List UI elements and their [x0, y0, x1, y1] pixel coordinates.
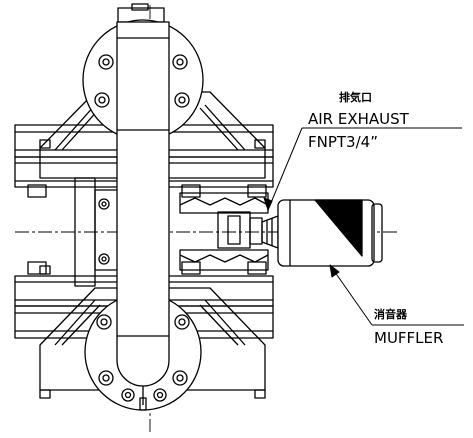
flange-bolts: [94, 54, 190, 402]
muffler: [277, 199, 383, 267]
manifold-pipe: [82, 3, 204, 411]
exhaust-fitting: [217, 211, 279, 249]
exhaust-label-en: AIR EXHAUST: [308, 110, 410, 128]
muffler-label-en: MUFFLER: [374, 329, 443, 347]
exhaust-label-jp: 排気口: [339, 90, 372, 104]
muffler-label-jp: 消音器: [374, 307, 408, 321]
exhaust-label-spec: FNPT3/4”: [308, 133, 378, 151]
leader-lines: [263, 127, 464, 326]
